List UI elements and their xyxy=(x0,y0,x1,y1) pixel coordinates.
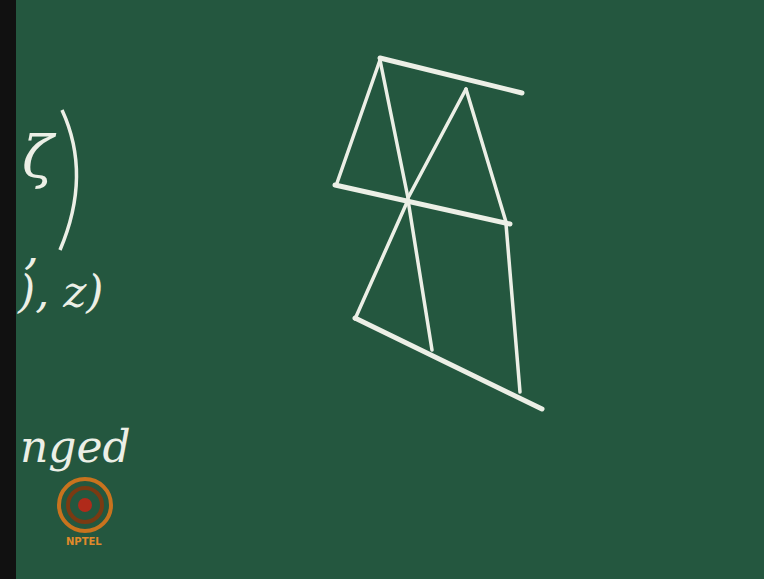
nptel-logo xyxy=(59,479,111,531)
truss-figure xyxy=(335,58,542,409)
chalk-word: nged xyxy=(20,425,131,469)
chalk-expression: ), z) xyxy=(18,270,104,314)
board-edge xyxy=(0,0,16,579)
chalk-comma: , xyxy=(24,222,39,270)
logo-text: NPTEL xyxy=(66,537,102,547)
parenthesis xyxy=(60,110,77,250)
chalk-symbol: ζ xyxy=(22,128,53,186)
